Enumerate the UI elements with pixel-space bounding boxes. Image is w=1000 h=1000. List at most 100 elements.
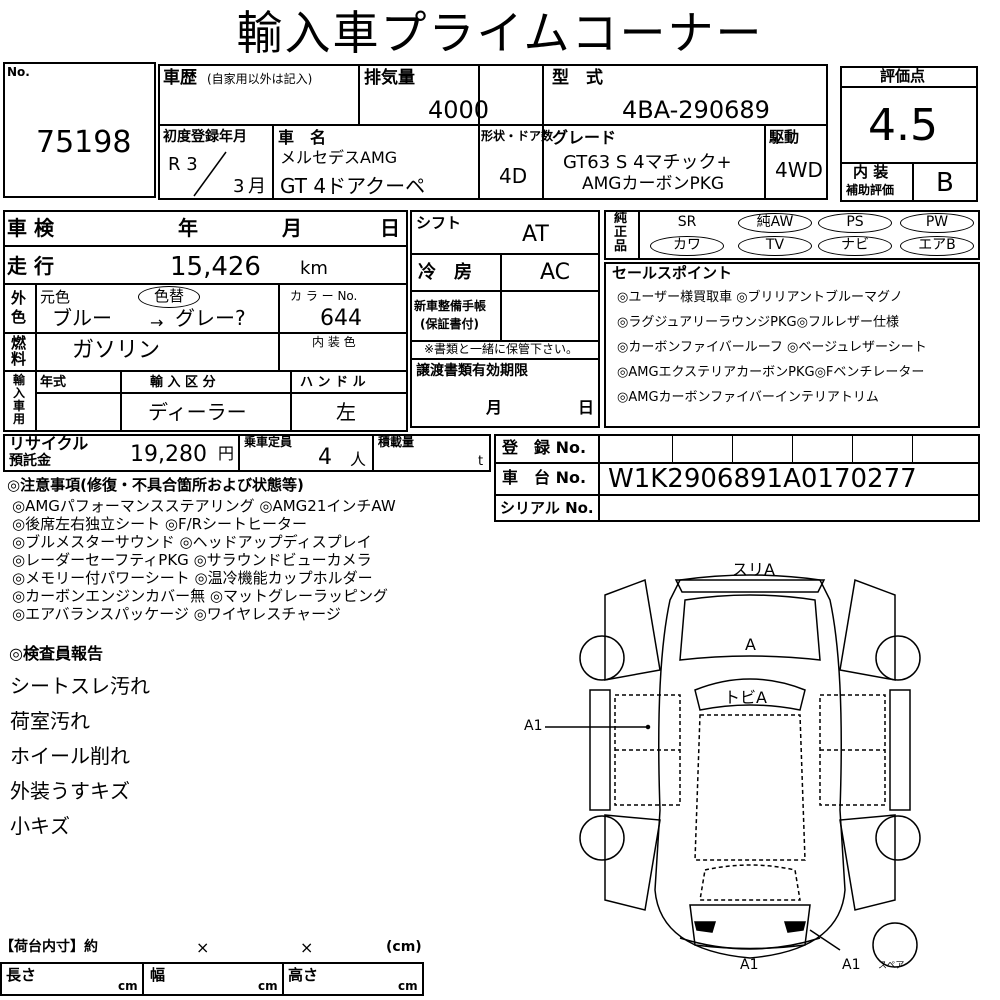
- capacity-value: 4: [318, 445, 332, 470]
- history-note: (自家用以外は記入): [207, 72, 313, 86]
- equipment-option: カワ: [650, 236, 724, 256]
- equipment-box: [604, 210, 980, 260]
- shift-label: シフト: [416, 214, 462, 232]
- report-item: 小キズ: [10, 814, 70, 838]
- load-unit: t: [478, 454, 484, 469]
- equipment-option: ナビ: [818, 236, 892, 256]
- selling-points-title: セールスポイント: [612, 264, 733, 282]
- cargo-x-1: ×: [196, 938, 210, 957]
- vin-label: 車 台 No.: [502, 468, 587, 487]
- front-bumper: [674, 579, 826, 593]
- rear-window: [699, 864, 801, 901]
- equipment-option: エアB: [900, 236, 974, 256]
- left-rocker: [589, 689, 611, 811]
- selling-point: ◎ユーザー様買取車 ◎ブリリアントブルーマグノ: [617, 290, 903, 305]
- car-damage-diagram: [545, 574, 921, 968]
- equipment-option: PS: [818, 213, 892, 233]
- body-doors-label: 形状・ドア数: [481, 129, 554, 143]
- right-front-door: [839, 578, 896, 681]
- drive-label: 駆動: [769, 128, 800, 146]
- windshield: [694, 678, 806, 711]
- reg-no-label: 登 録 No.: [502, 438, 587, 457]
- color-no: 644: [320, 306, 362, 331]
- left-side-panels: [614, 694, 681, 806]
- handle-value: 左: [336, 400, 356, 424]
- inspector-title: ◎検査員報告: [9, 644, 103, 663]
- cargo-dimension-grid: [0, 962, 424, 996]
- first-reg-slash: [193, 151, 227, 197]
- width-label: 幅: [150, 966, 166, 984]
- inspection-day-unit: 日: [380, 216, 400, 240]
- grade-line2: AMGカーボンPKG: [582, 174, 725, 194]
- capacity-unit: 人: [350, 450, 367, 469]
- score-label: 評価点: [880, 67, 926, 85]
- recycle-yen: 円: [218, 444, 235, 463]
- tail-light-left: [694, 921, 717, 933]
- shift-ac-grid: [410, 210, 600, 428]
- shift-value: AT: [522, 222, 549, 247]
- color-arrow: →: [150, 313, 164, 332]
- tail-light-right: [783, 921, 806, 933]
- interior-label-1: 内 装: [853, 163, 889, 181]
- mileage-value: 15,426: [170, 252, 261, 282]
- report-item: 外装うすキズ: [10, 779, 130, 803]
- registration-grid: [494, 434, 980, 522]
- first-reg-month: 3: [233, 176, 245, 197]
- recycle-row: [3, 434, 491, 472]
- interior-grade: B: [936, 168, 954, 198]
- fuel-value: ガソリン: [72, 338, 161, 363]
- import-type: ディーラー: [148, 400, 247, 424]
- damage-windshield: トビA: [724, 688, 767, 707]
- selling-point: ◎カーボンファイバールーフ ◎ベージュレザーシート: [617, 340, 927, 355]
- interior-color-label: 内 装 色: [312, 335, 356, 349]
- right-rear-door: [839, 814, 896, 911]
- score-value: 4.5: [868, 100, 938, 151]
- note-item: ◎カーボンエンジンカバー無 ◎マットグレーラッピング: [12, 587, 388, 605]
- handle-label: ハ ン ド ル: [300, 375, 366, 390]
- ac-label: 冷 房: [418, 262, 472, 283]
- displacement-value: 4000: [428, 96, 490, 124]
- recycle-label-2: 預託金: [9, 453, 51, 469]
- maint-label-1: 新車整備手帳: [414, 299, 487, 313]
- rear-bumper: [679, 937, 821, 950]
- ext-color-label-1: 外: [11, 289, 27, 307]
- right-side-panels: [819, 694, 886, 806]
- recycle-label-1: リサイクル: [9, 434, 89, 453]
- import-label-3: 車: [13, 399, 26, 413]
- damage-front: スリA: [732, 560, 775, 579]
- selling-point: ◎ラグジュアリーラウンジPKG◎フルレザー仕様: [617, 315, 899, 330]
- note-item: ◎AMGパフォーマンスステアリング ◎AMG21インチAW: [12, 497, 396, 515]
- car-name-label: 車 名: [278, 128, 327, 147]
- spare-label: スペア: [878, 961, 905, 971]
- history-label: 車歴: [163, 68, 197, 88]
- selling-point: ◎AMGエクステリアカーボンPKG◎Fベンチレーター: [617, 365, 925, 380]
- note-item: ◎メモリー付パワーシート ◎温冷機能カップホルダー: [12, 569, 373, 587]
- recycle-fee: 19,280: [130, 442, 207, 467]
- sheet-title: 輸入車プライムコーナー: [236, 6, 764, 60]
- equipment-option: PW: [900, 213, 974, 233]
- hood: [679, 594, 821, 661]
- serial-label: シリアル No.: [500, 499, 594, 517]
- equipment-option: 純AW: [738, 213, 812, 233]
- damage-left-side: A1: [524, 718, 543, 734]
- note-item: ◎後席左右独立シート ◎F/Rシートヒーター: [12, 515, 308, 533]
- new-color: グレー?: [175, 306, 246, 330]
- fuel-label-1: 燃: [11, 334, 27, 352]
- wheel-front-right: [875, 635, 921, 681]
- import-label-2: 入: [13, 386, 26, 400]
- report-item: ホイール削れ: [10, 744, 130, 768]
- selling-point: ◎AMGカーボンファイバーインテリアトリム: [617, 390, 879, 405]
- car-name: GT 4ドアクーペ: [280, 174, 426, 198]
- inspection-label: 車 検: [7, 216, 54, 240]
- fuel-label-2: 料: [11, 350, 27, 368]
- inspection-month-unit: 月: [282, 216, 302, 240]
- import-type-label: 輸 入 区 分: [150, 375, 216, 390]
- mileage-unit: km: [300, 258, 328, 279]
- model-year-label: 年式: [40, 375, 67, 390]
- lot-number: 75198: [36, 125, 132, 160]
- damage-rear-right: A1: [842, 957, 861, 973]
- length-label: 長さ: [6, 966, 37, 984]
- grade-label: グレード: [552, 128, 617, 147]
- displacement-label: 排気量: [364, 68, 415, 88]
- wheel-front-left: [579, 635, 625, 681]
